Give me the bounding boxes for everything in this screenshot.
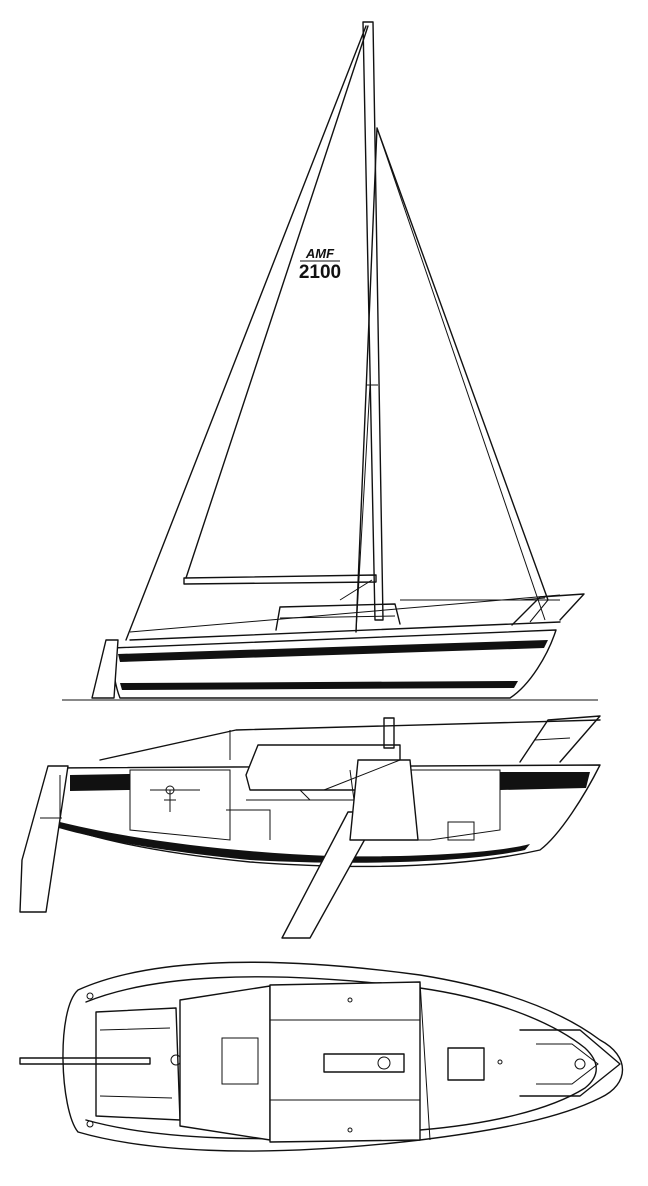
sail-logo-brand: AMF	[305, 246, 335, 261]
tiller	[19, 1057, 151, 1065]
jib	[355, 127, 549, 633]
deck-bow-pulpit	[519, 1029, 621, 1097]
profile-rudder	[91, 639, 119, 699]
inboard-mast-stub	[383, 717, 395, 749]
inboard-hull-band	[52, 820, 530, 863]
companionway	[179, 985, 271, 1141]
inboard-rudder	[19, 765, 69, 913]
boom	[183, 574, 377, 585]
mast	[362, 21, 384, 621]
deck-plan	[19, 961, 624, 1152]
hull-stripe-lower	[120, 681, 518, 690]
bow-pulpit	[511, 593, 585, 626]
sail-logo: AMF 2100	[299, 246, 341, 283]
mast-step	[323, 1053, 405, 1073]
profile-coachroof	[275, 603, 401, 631]
centerboard-trunk	[349, 759, 419, 841]
lifeline	[129, 594, 561, 633]
forward-hatch	[447, 1047, 485, 1081]
hull-stripe-upper	[118, 640, 548, 662]
inboard-pulpit	[519, 715, 601, 763]
inboard-profile	[19, 715, 601, 939]
sail-plan-profile: AMF 2100	[62, 21, 598, 701]
forestay	[376, 127, 546, 621]
backstay	[125, 25, 367, 641]
mainsail	[185, 25, 369, 579]
sail-logo-model: 2100	[299, 262, 341, 283]
